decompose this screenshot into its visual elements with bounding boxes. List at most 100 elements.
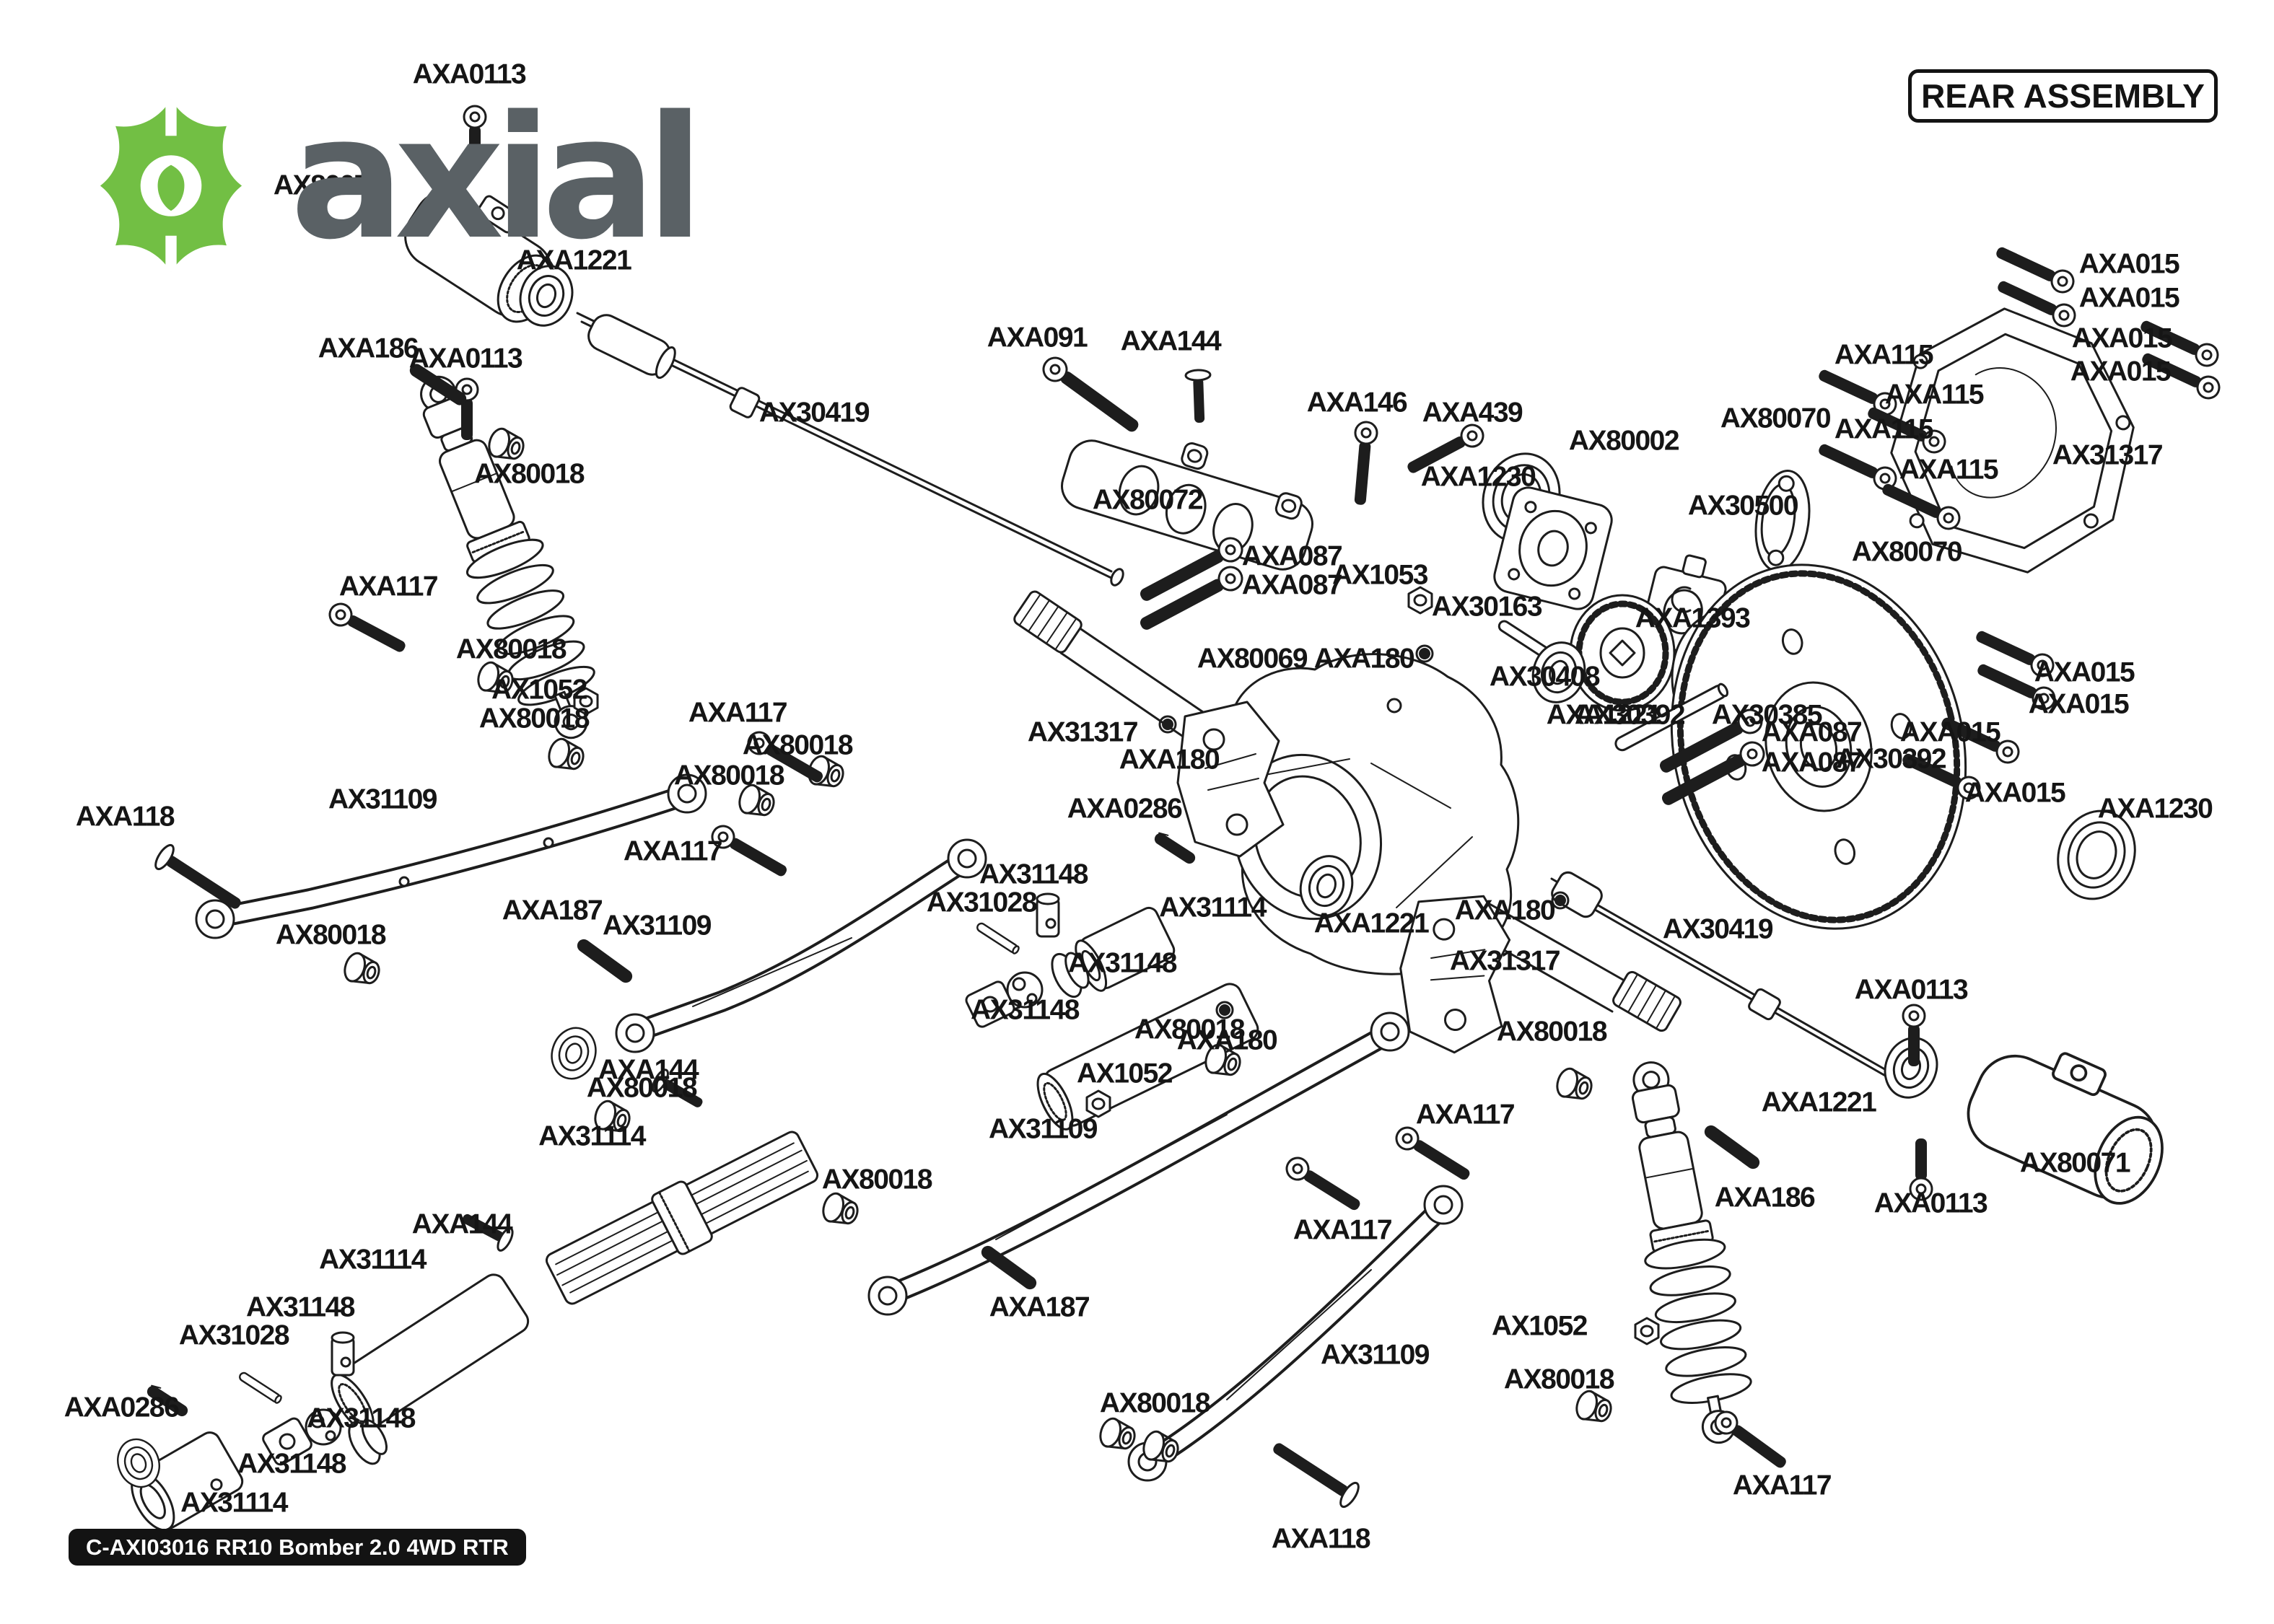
part-label: AX80018: [1099, 1387, 1211, 1419]
part-label: AX80018: [1503, 1364, 1615, 1395]
part-label: AX31109: [989, 1113, 1098, 1145]
part-label: AX80018: [586, 1072, 698, 1104]
part-label: AXA117: [1732, 1470, 1832, 1501]
diff-cluster: [1470, 307, 2148, 930]
part-label: AXA180: [1313, 643, 1415, 675]
part-label: AX30500: [1687, 490, 1799, 522]
part-label: AXA187: [502, 895, 603, 926]
link-mount-right: [1399, 895, 1511, 1054]
part-label: AXA015: [2034, 657, 2135, 688]
part-label: AX80018: [473, 458, 585, 490]
axial-logo-wordmark: axial: [290, 80, 704, 277]
part-label: AX1052: [1077, 1058, 1173, 1089]
part-label: AX80018: [455, 633, 567, 665]
part-label: AXA015: [2028, 688, 2130, 720]
part-label: AXA015: [1899, 716, 2001, 748]
part-label: AX31028: [926, 887, 1038, 918]
part-label: AXA0286: [1067, 793, 1183, 825]
part-label: AXA115: [1884, 379, 1985, 411]
ring-gear: [1670, 563, 1967, 930]
part-label: AXA091: [987, 322, 1088, 354]
upper-link-brace: [1061, 439, 1313, 571]
part-label: AX31109: [603, 910, 712, 942]
part-label: AX30385: [1711, 699, 1823, 731]
part-label: AX30419: [758, 397, 870, 429]
link-mount-left: [1176, 701, 1285, 858]
part-label: AX80018: [1134, 1014, 1246, 1045]
diff-cover: [1890, 307, 2135, 574]
part-label: AX80018: [673, 760, 785, 791]
axial-logo: axial: [81, 80, 704, 285]
part-label: AX31148: [237, 1448, 346, 1480]
part-label: AXA1230: [1420, 461, 1536, 493]
part-label: AXA118: [75, 801, 175, 833]
part-label: AXA1221: [1546, 699, 1662, 731]
part-label: AX80071: [2019, 1147, 2131, 1179]
part-label: AXA015: [2070, 356, 2172, 387]
part-label: AX31109: [328, 784, 437, 815]
part-label: AXA1221: [1313, 908, 1430, 939]
part-label: AXA1230: [2097, 793, 2213, 825]
part-label: AX80070: [1720, 403, 1832, 434]
part-label: AXA439: [1422, 397, 1523, 429]
part-label: AX80018: [1496, 1016, 1608, 1048]
part-label: AXA087: [1761, 747, 1863, 778]
part-label: AXA1393: [1635, 602, 1751, 634]
part-label: AX30392: [1574, 699, 1686, 731]
part-label: AX1052: [1492, 1310, 1588, 1342]
part-label: AXA0113: [412, 58, 527, 90]
part-label: AX31028: [178, 1320, 290, 1351]
part-label: AX80018: [275, 919, 387, 951]
title-badge-text: REAR ASSEMBLY: [1921, 77, 2205, 115]
model-code-badge: C-AXI03016 RR10 Bomber 2.0 4WD RTR: [69, 1529, 526, 1566]
part-label: AXA0113: [408, 343, 523, 374]
part-label: AX80071: [273, 170, 385, 201]
part-label: AX1053: [1332, 559, 1428, 591]
part-label: AXA015: [1964, 777, 2066, 809]
part-label: AXA144: [411, 1208, 513, 1240]
part-label: AXA1221: [516, 245, 632, 276]
part-label: AXA0113: [1873, 1188, 1988, 1219]
part-label: AXA087: [1241, 540, 1343, 572]
part-label: AXA1221: [1761, 1087, 1877, 1118]
part-label: AX80070: [1851, 536, 1963, 568]
upper-driveshaft: [576, 312, 1124, 587]
part-label: AX30392: [1835, 743, 1947, 775]
part-label: AXA087: [1241, 569, 1343, 601]
part-label: AXA115: [1899, 454, 1999, 486]
part-label: AXA015: [2078, 248, 2180, 280]
part-label: AXA180: [1119, 744, 1220, 776]
part-label: AX80072: [1092, 484, 1204, 516]
part-label: AXA186: [318, 333, 419, 364]
part-label: AX80069: [1197, 643, 1308, 675]
part-label: AXA117: [688, 697, 788, 729]
model-code-text: C-AXI03016 RR10 Bomber 2.0 4WD RTR: [86, 1535, 509, 1560]
part-label: AXA115: [1834, 413, 1934, 445]
part-label: AX30419: [1662, 913, 1774, 945]
part-label: AXA144: [598, 1054, 699, 1086]
part-label: AXA117: [1293, 1214, 1393, 1246]
part-label: AX80018: [478, 703, 590, 734]
part-label: AXA015: [2078, 282, 2180, 314]
part-label: AX30163: [1431, 591, 1543, 623]
title-badge: REAR ASSEMBLY: [1908, 69, 2218, 123]
bottom-left-driveshaft-set: [110, 1131, 819, 1532]
part-label: AXA118: [1271, 1523, 1371, 1555]
part-label: AX31109: [1321, 1339, 1430, 1371]
part-label: AX31114: [319, 1244, 427, 1276]
part-label: AX31114: [180, 1487, 288, 1519]
axial-logo-emblem: [100, 100, 242, 272]
part-label: AXA117: [623, 835, 723, 867]
part-label: AXA117: [338, 571, 439, 602]
part-label: AX31148: [246, 1291, 355, 1323]
part-label: AXA0113: [1854, 974, 1969, 1006]
part-label: AXA087: [1761, 716, 1863, 748]
part-label: AX31114: [538, 1120, 646, 1152]
part-label: AX31148: [979, 859, 1088, 890]
suspension-links: [195, 773, 1464, 1482]
part-label: AX31317: [2052, 439, 2164, 471]
part-label: AXA117: [1415, 1099, 1516, 1131]
part-label: AX30408: [1489, 661, 1601, 693]
